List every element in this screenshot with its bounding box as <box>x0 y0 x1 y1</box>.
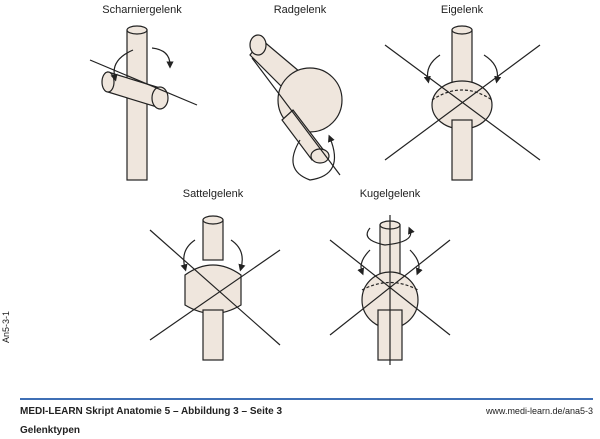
label-radgelenk: Radgelenk <box>273 4 327 16</box>
label-eigelenk: Eigelenk <box>440 4 484 16</box>
footer-url[interactable]: www.medi-learn.de/ana5-3 <box>485 406 593 416</box>
joint-illustrations <box>89 25 541 365</box>
ellipsoid-joint <box>384 25 541 181</box>
label-sattelgelenk: Sattelgelenk <box>182 188 244 200</box>
saddle-joint <box>149 215 281 361</box>
footer-title: MEDI-LEARN Skript Anatomie 5 – Abbildung… <box>20 406 283 417</box>
footer-rule <box>20 398 593 400</box>
hinge-joint <box>89 25 198 181</box>
pivot-joint <box>249 34 343 181</box>
label-kugelgelenk: Kugelgelenk <box>359 188 421 200</box>
label-scharniergelenk: Scharniergelenk <box>102 4 182 16</box>
footer-subtitle: Gelenktypen <box>20 425 81 436</box>
ball-joint <box>329 215 451 365</box>
figure-code: An5-3-1 <box>1 310 12 344</box>
